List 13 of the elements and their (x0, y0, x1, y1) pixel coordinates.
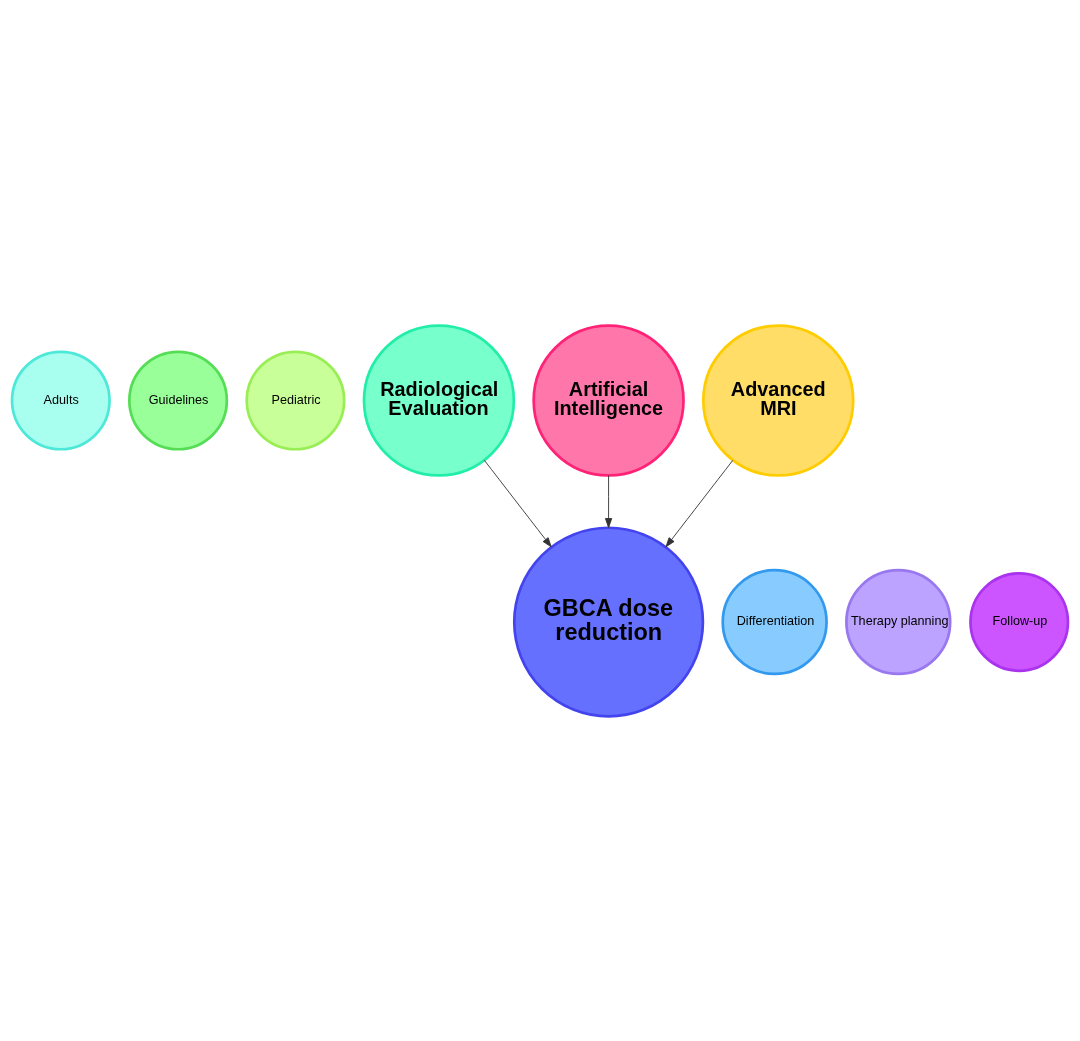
node-circle: Adults (10, 349, 111, 451)
arrow (604, 474, 613, 528)
arrow (483, 459, 552, 547)
node-circle: Advanced MRI (702, 323, 855, 477)
node-circle: Differentiation (721, 568, 828, 675)
arrow (665, 459, 734, 547)
node-circle: Radiological Evaluation (362, 323, 516, 477)
node-circle: Guidelines (128, 349, 229, 451)
node-circle: Artificial Intelligence (532, 323, 685, 477)
node-circle: GBCA dose reduction (512, 525, 705, 718)
node-circle: Follow-up (969, 571, 1070, 672)
node-circle: Therapy planning (845, 568, 952, 675)
node-circle: Pediatric (245, 349, 346, 451)
